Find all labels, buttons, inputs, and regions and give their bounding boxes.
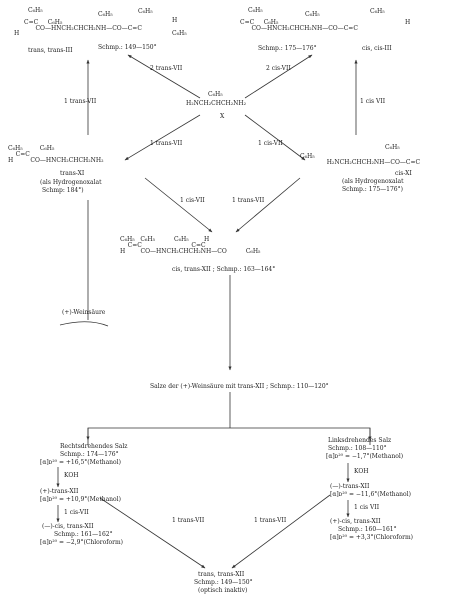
cis-xi-label: cis-XI (395, 170, 412, 177)
tl-c6h5-c: C₆H₅ (138, 8, 153, 15)
tr-schmp: Schmp.: 175—176° (258, 45, 317, 52)
cis-xi-c6h5: C₆H₅ (385, 144, 400, 151)
tr-h: H (405, 19, 411, 26)
left-branch-product: (+)-trans-XII (40, 488, 79, 495)
label-bottom-trans-right: 1 trans-VII (254, 517, 287, 524)
weinsaeure-hook (59, 321, 109, 327)
center-label-x: X (220, 113, 225, 120)
tr-c6h5-c: C₆H₅ (370, 8, 385, 15)
center-c6h5: C₆H₅ (208, 91, 223, 98)
bottom-schmp: Schmp.: 149—150° (194, 579, 253, 586)
tl-c6h5-a: C₆H₅ (28, 7, 43, 14)
left-koh-label: KOH (64, 472, 79, 479)
right-branch-product: (—)-trans-XII (330, 483, 370, 490)
center-formula: H₂NCH₂CHCH₂NH₂ (186, 100, 247, 107)
tr-compound-label: cis, cis-III (362, 45, 392, 52)
arrow-left-to-trans-trans-xii (99, 497, 206, 569)
tr-c6h5-a: C₆H₅ (248, 7, 263, 14)
right-cis-vii-label: 1 cis VII (354, 504, 380, 511)
label-1-cis-vii-right: 1 cis VII (360, 98, 386, 105)
tl-h-b: H (172, 17, 178, 24)
trans-xi-schmp: Schmp: 184°) (42, 187, 84, 194)
tl-h-c: C₆H₅ (172, 30, 187, 37)
tr-c6h5-b: C₆H₅ (305, 11, 320, 18)
left-branch-final-rotation: [α]ᴅ²⁰ = −2,9°(Chloroform) (40, 539, 124, 546)
right-koh-label: KOH (354, 468, 369, 475)
arrow-cis-xi-to-xii (235, 177, 301, 233)
right-branch-rotation: [α]ᴅ²⁰ = −1,7°(Methanol) (326, 453, 404, 460)
left-branch-final: (—)-cis, trans-XII (42, 523, 94, 530)
tl-c6h5-b: C₆H₅ (98, 11, 113, 18)
tl-schmp: Schmp.: 149—150° (98, 44, 157, 51)
tl-chain: C=C C₆H₅ CO—HNCH₂CHCH₂NH—CO—C=C (24, 19, 142, 32)
label-1-cis-vii-low: 1 cis-VII (180, 197, 205, 204)
tl-h-a: H (14, 30, 20, 37)
right-branch-product-rotation: [α]ᴅ²⁰ = −11,6°(Methanol) (330, 491, 411, 498)
arrow-x-to-trans-trans-iii (127, 54, 201, 99)
tr-chain: C=C C₆H₅ CO—HNCH₂CHCH₂NH—CO—C=C (240, 19, 358, 32)
cis-xi-schmp: Schmp.: 175—176°) (342, 186, 403, 193)
salt-line: Salze der (+)-Weinsäure mit trans-XII ; … (150, 383, 329, 390)
trans-xi-label: trans-XI (60, 170, 85, 177)
label-1-cis-vii-mid: 1 cis-VII (258, 140, 283, 147)
cis-xi-structure: C₆H₅ H₂NCH₂CHCH₂NH—CO—C=C (300, 153, 421, 166)
left-branch-rotation: [α]ᴅ²⁰ = +16,5°(Methanol) (40, 459, 121, 466)
arrow-trans-xi-to-xii (144, 177, 213, 233)
cis-xi-salt: (als Hydrogenoxalat (342, 178, 404, 185)
label-bottom-trans-left: 1 trans-VII (172, 517, 205, 524)
arrow-x-to-trans-xi (124, 114, 201, 161)
trans-xi-structure: C₆H₅ C₆H₅ C=C H CO—HNCH₂CHCH₂NH₂ (8, 145, 104, 164)
trans-xi-salt: (als Hydrogenoxalat (40, 179, 102, 186)
right-branch-schmp: Schmp.: 108—110° (328, 445, 387, 452)
arrow-right-to-trans-trans-xii (231, 494, 331, 569)
bottom-note: (optisch inaktiv) (198, 587, 248, 594)
bottom-compound-name: trans, trans-XII (198, 571, 245, 578)
tl-compound-label: trans, trans-III (28, 47, 73, 54)
right-branch-title: Linksdrehendes Salz (328, 437, 392, 444)
right-branch-final-rotation: [α]ᴅ²⁰ = +3,3°(Chloroform) (330, 534, 414, 541)
weinsaeure-label: (+)-Weinsäure (62, 309, 106, 316)
label-2-cis-vii: 2 cis-VII (266, 65, 291, 72)
arrow-x-to-cis-xi (244, 114, 306, 161)
left-branch-final-schmp: Schmp.: 161—162° (54, 531, 113, 538)
xii-structure: C₆H₅ C₆H₅ C₆H₅ H C=C C=C H CO—HNCH₂CHCH₂… (120, 236, 261, 255)
right-branch-final-schmp: Schmp.: 160—161° (338, 526, 397, 533)
arrow-x-to-cis-cis-iii (244, 54, 313, 99)
left-branch-title: Rechtsdrehendes Salz (60, 443, 128, 450)
left-cis-vii-label: 1 cis-VII (64, 509, 89, 516)
label-1-trans-vii-low: 1 trans-VII (232, 197, 265, 204)
label-2-trans-vii: 2 trans-VII (150, 65, 183, 72)
label-1-trans-vii-mid: 1 trans-VII (150, 140, 183, 147)
left-branch-product-rotation: [α]ᴅ²⁰ = +10,9°(Methanol) (40, 496, 121, 503)
left-branch-schmp: Schmp.: 174—176° (60, 451, 119, 458)
label-1-trans-vii-left: 1 trans-VII (64, 98, 97, 105)
xii-label: cis, trans-XII ; Schmp.: 163—164° (172, 266, 276, 273)
right-branch-final: (+)-cis, trans-XII (330, 518, 381, 525)
